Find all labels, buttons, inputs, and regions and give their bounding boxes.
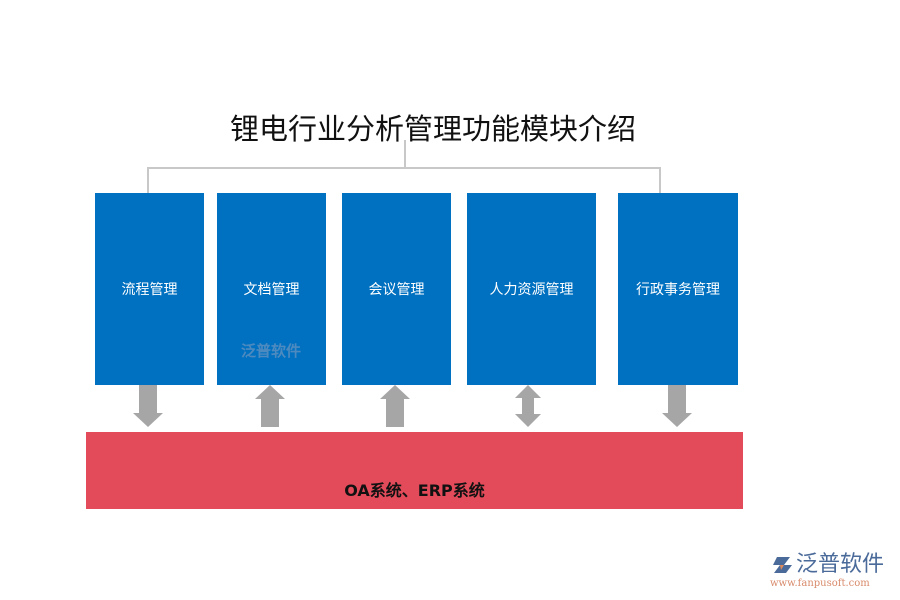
module-label: 文档管理 bbox=[243, 282, 300, 298]
arrow-up-icon bbox=[380, 385, 410, 427]
logo: 泛普软件 www.fanpusoft.com bbox=[770, 552, 895, 589]
system-bar: OA系统、ERP系统 bbox=[86, 432, 743, 509]
tree-connector bbox=[147, 140, 661, 193]
module-label: 会议管理 bbox=[368, 282, 425, 298]
arrows bbox=[133, 385, 692, 427]
module-admin-management: 行政事务管理 bbox=[618, 193, 738, 385]
logo-icon bbox=[773, 557, 792, 573]
logo-url: www.fanpusoft.com bbox=[770, 578, 870, 589]
system-bar-label: OA系统、ERP系统 bbox=[344, 481, 485, 500]
module-label: 流程管理 bbox=[121, 282, 178, 298]
arrow-down-icon bbox=[662, 385, 692, 427]
module-label: 行政事务管理 bbox=[636, 282, 720, 298]
diagram-title: 锂电行业分析管理功能模块介绍 bbox=[229, 112, 636, 146]
logo-name: 泛普软件 bbox=[796, 552, 885, 577]
module-document-management: 文档管理 bbox=[217, 193, 326, 385]
module-meeting-management: 会议管理 bbox=[342, 193, 451, 385]
watermark: 泛普软件 bbox=[241, 342, 302, 360]
arrow-down-icon bbox=[133, 385, 163, 427]
arrow-both-icon bbox=[515, 385, 541, 427]
arrow-up-icon bbox=[255, 385, 285, 427]
module-label: 人力资源管理 bbox=[489, 282, 574, 298]
module-hr-management: 人力资源管理 bbox=[467, 193, 596, 385]
module-process-management: 流程管理 bbox=[95, 193, 204, 385]
